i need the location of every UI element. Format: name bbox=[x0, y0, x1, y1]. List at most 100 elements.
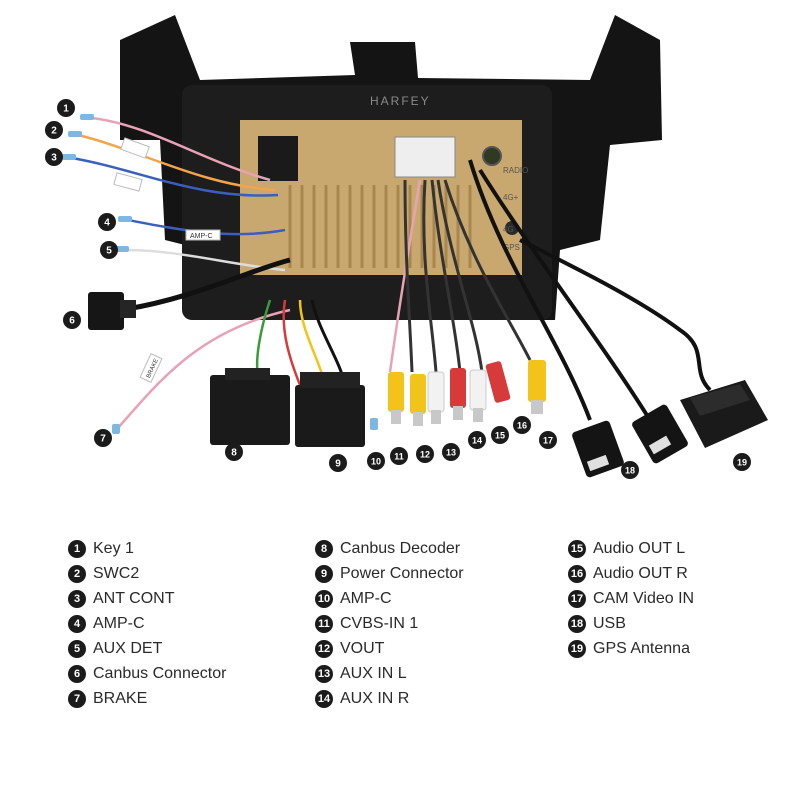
callout-2: 2 bbox=[45, 121, 63, 139]
legend-number: 17 bbox=[568, 589, 586, 608]
wire-terminals bbox=[62, 114, 378, 434]
legend-number: 1 bbox=[68, 539, 86, 558]
callout-number: 2 bbox=[51, 126, 57, 137]
callout-circle bbox=[621, 461, 639, 479]
legend-number: 2 bbox=[68, 564, 86, 583]
callout-number: 9 bbox=[335, 459, 341, 470]
gps-port-label: GPS bbox=[503, 243, 520, 252]
legend-number: 12 bbox=[315, 639, 333, 658]
canbus-decoder bbox=[210, 368, 290, 445]
legend-label: AUX DET bbox=[93, 639, 163, 657]
legend-number: 13 bbox=[315, 664, 333, 683]
callout-15: 15 bbox=[491, 426, 509, 444]
callout-7: 7 bbox=[94, 429, 112, 447]
legend-label: VOUT bbox=[340, 639, 385, 657]
callout-3: 3 bbox=[45, 148, 63, 166]
legend-label: Canbus Decoder bbox=[340, 539, 461, 557]
legend-label: SWC2 bbox=[93, 564, 140, 582]
canbus-connector bbox=[88, 292, 136, 330]
callout-12: 12 bbox=[416, 445, 434, 463]
legend-item: 2 SWC2 bbox=[68, 561, 226, 586]
callout-10: 10 bbox=[367, 452, 385, 470]
callout-number: 11 bbox=[394, 452, 404, 462]
usb-plugs bbox=[572, 404, 688, 478]
callout-17: 17 bbox=[539, 431, 557, 449]
callout-number: 15 bbox=[495, 431, 505, 441]
4g-plus-port-label: 4G+ bbox=[503, 193, 519, 202]
callout-circle bbox=[367, 452, 385, 470]
callout-9: 9 bbox=[329, 454, 347, 472]
wiring-diagram: HARFEY RADIO 4G+ 4G GPS bbox=[45, 15, 768, 479]
callout-number: 10 bbox=[371, 457, 381, 467]
callout-number: 4 bbox=[104, 218, 110, 229]
callout-circle bbox=[539, 431, 557, 449]
legend-label: CAM Video IN bbox=[593, 589, 695, 607]
callout-number: 7 bbox=[100, 434, 106, 445]
callout-circle bbox=[416, 445, 434, 463]
legend-item: 12 VOUT bbox=[315, 636, 464, 661]
callout-8: 8 bbox=[225, 443, 243, 461]
callout-number: 14 bbox=[472, 436, 482, 446]
callout-circle bbox=[45, 148, 63, 166]
legend-label: BRAKE bbox=[93, 689, 148, 707]
callout-16: 16 bbox=[513, 416, 531, 434]
callout-circle bbox=[468, 431, 486, 449]
legend-label: CVBS-IN 1 bbox=[340, 614, 419, 632]
head-unit-frame: HARFEY RADIO 4G+ 4G GPS bbox=[120, 15, 662, 320]
callout-number: 18 bbox=[625, 466, 635, 476]
callout-circle bbox=[100, 241, 118, 259]
callout-circle bbox=[329, 454, 347, 472]
legend-number: 15 bbox=[568, 539, 586, 558]
legend-item: 8 Canbus Decoder bbox=[315, 536, 464, 561]
callout-number: 12 bbox=[420, 450, 430, 460]
callout-circle bbox=[390, 447, 408, 465]
legend-label: Audio OUT R bbox=[593, 564, 688, 582]
legend-item: 7 BRAKE bbox=[68, 686, 226, 711]
legend-number: 5 bbox=[68, 639, 86, 658]
callout-4: 4 bbox=[98, 213, 116, 231]
callout-circle bbox=[45, 121, 63, 139]
legend-number: 16 bbox=[568, 564, 586, 583]
legend-label: AMP-C bbox=[340, 589, 392, 607]
callout-11: 11 bbox=[390, 447, 408, 465]
4g-port-label: 4G bbox=[503, 225, 514, 234]
callout-circle bbox=[491, 426, 509, 444]
legend-item: 14 AUX IN R bbox=[315, 686, 464, 711]
legend-number: 7 bbox=[68, 689, 86, 708]
callout-number: 16 bbox=[517, 421, 527, 431]
callout-13: 13 bbox=[442, 443, 460, 461]
callout-5: 5 bbox=[100, 241, 118, 259]
legend-number: 14 bbox=[315, 689, 333, 708]
callout-6: 6 bbox=[63, 311, 81, 329]
callout-circle bbox=[57, 99, 75, 117]
legend-number: 8 bbox=[315, 539, 333, 558]
callout-circle bbox=[442, 443, 460, 461]
legend-label: AUX IN R bbox=[340, 689, 410, 707]
callout-circle bbox=[513, 416, 531, 434]
legend-item: 16 Audio OUT R bbox=[568, 561, 694, 586]
radio-port-label: RADIO bbox=[503, 166, 528, 175]
legend-item: 5 AUX DET bbox=[68, 636, 226, 661]
legend-label: Canbus Connector bbox=[93, 664, 227, 682]
legend-number: 9 bbox=[315, 564, 333, 583]
brand-logo: HARFEY bbox=[370, 94, 431, 108]
callout-circle bbox=[225, 443, 243, 461]
power-connector bbox=[295, 372, 365, 447]
legend-item: 17 CAM Video IN bbox=[568, 586, 694, 611]
callout-circle bbox=[94, 429, 112, 447]
callout-19: 19 bbox=[733, 453, 751, 471]
callout-1: 1 bbox=[57, 99, 75, 117]
legend-number: 11 bbox=[315, 614, 333, 633]
amp-c-tag: AMP-C bbox=[190, 233, 213, 240]
